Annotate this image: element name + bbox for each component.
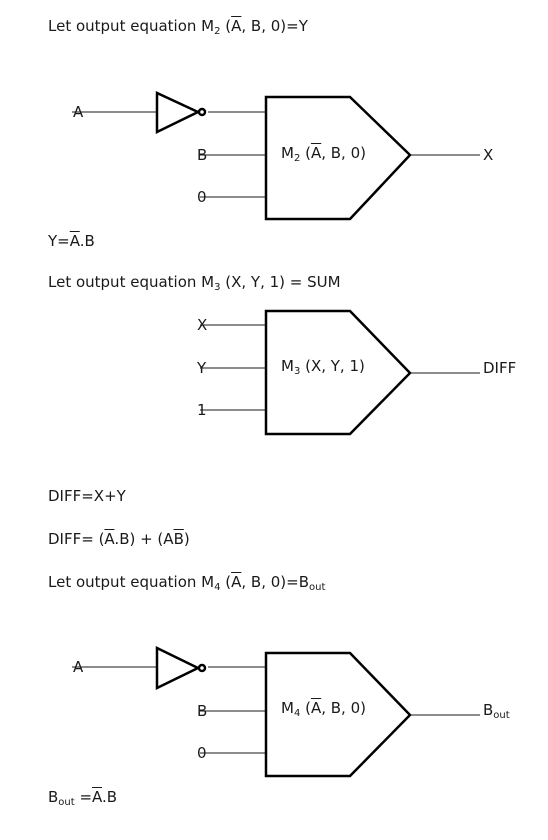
mux-block-2: [264, 309, 412, 436]
input-b-label: B: [197, 146, 208, 164]
input-1-label: 1: [197, 401, 207, 419]
input-0-label: 0: [197, 188, 207, 206]
gate-label-m4: M4 (A, B, 0): [281, 699, 366, 719]
diagram-3-wires: [72, 666, 480, 754]
equation-heading-m3: Let output equation M3 (X, Y, 1) = SUM: [48, 273, 341, 293]
equation-diff-1: DIFF=X+Y: [48, 487, 126, 505]
output-x-label: X: [483, 146, 494, 164]
equation-heading-m4: Let output equation M4 (A, B, 0)=Bout: [48, 573, 326, 593]
equation-y: Y=A.B: [48, 232, 95, 250]
input-y-label: Y: [197, 359, 207, 377]
not-bubble-1: [197, 107, 207, 117]
diagram-2-wires: [200, 324, 480, 411]
input-0-label-3: 0: [197, 744, 207, 762]
equation-bout: Bout =A.B: [48, 788, 118, 808]
equation-heading-m2: Let output equation M2 (A, B, 0)=Y: [48, 17, 308, 37]
not-bubble-3: [197, 663, 207, 673]
gate-label-m3: M3 (X, Y, 1): [281, 357, 365, 377]
equation-diff-2: DIFF= (A.B) + (AB): [48, 530, 190, 548]
input-a-label: A: [73, 103, 84, 121]
output-diff-label: DIFF: [483, 359, 517, 377]
mux-block-3: [264, 651, 412, 778]
input-a-label-3: A: [73, 658, 84, 676]
not-gate-3: [155, 645, 201, 691]
output-bout-label: Bout: [483, 701, 510, 721]
mux-block-1: [264, 95, 412, 221]
input-b-label-3: B: [197, 702, 208, 720]
gate-label-m2: M2 (A, B, 0): [281, 144, 366, 164]
not-gate-1: [155, 91, 201, 135]
diagram-1-wires: [72, 111, 480, 198]
input-x-label: X: [197, 316, 208, 334]
